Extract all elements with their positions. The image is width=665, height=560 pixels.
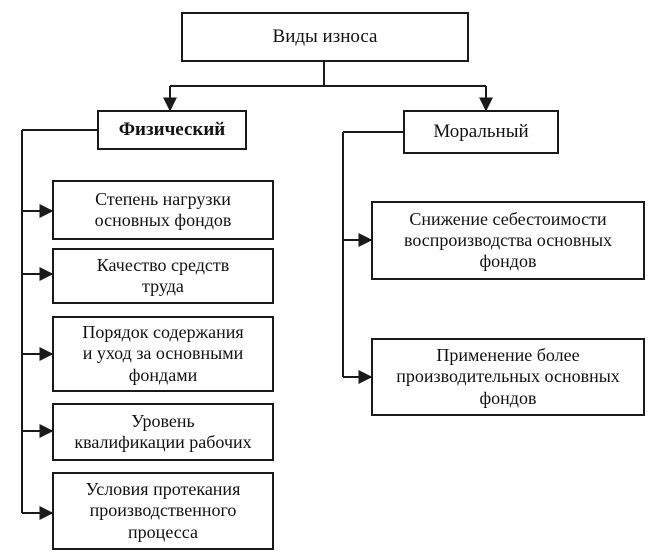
category-moral-label: Моральный bbox=[433, 120, 529, 142]
moral-item-1-label: Снижение себестоимости воспроизводства о… bbox=[403, 208, 613, 272]
physical-item-4-label: Уровень квалификации рабочих bbox=[74, 410, 252, 452]
category-moral: Моральный bbox=[403, 110, 559, 154]
root-node-label: Виды износа bbox=[272, 25, 378, 47]
physical-item-1: Степень нагрузки основных фондов bbox=[52, 180, 274, 240]
category-physical: Физический bbox=[97, 110, 247, 150]
physical-item-2: Качество средств труда bbox=[52, 248, 274, 304]
moral-item-2-label: Применение более производительных основн… bbox=[396, 345, 620, 408]
category-physical-label: Физический bbox=[118, 118, 226, 140]
root-node: Виды износа bbox=[181, 12, 469, 62]
physical-item-2-label: Качество средств труда bbox=[96, 254, 230, 296]
moral-item-1: Снижение себестоимости воспроизводства о… bbox=[371, 201, 645, 280]
physical-item-5: Условия протекания производственного про… bbox=[52, 472, 274, 550]
physical-item-4: Уровень квалификации рабочих bbox=[52, 403, 274, 461]
physical-item-3-label: Порядок содержания и уход за основными ф… bbox=[82, 322, 244, 385]
physical-item-1-label: Степень нагрузки основных фондов bbox=[94, 188, 232, 230]
moral-item-2: Применение более производительных основн… bbox=[371, 338, 645, 416]
physical-item-5-label: Условия протекания производственного про… bbox=[85, 479, 241, 542]
physical-item-3: Порядок содержания и уход за основными ф… bbox=[52, 316, 274, 392]
